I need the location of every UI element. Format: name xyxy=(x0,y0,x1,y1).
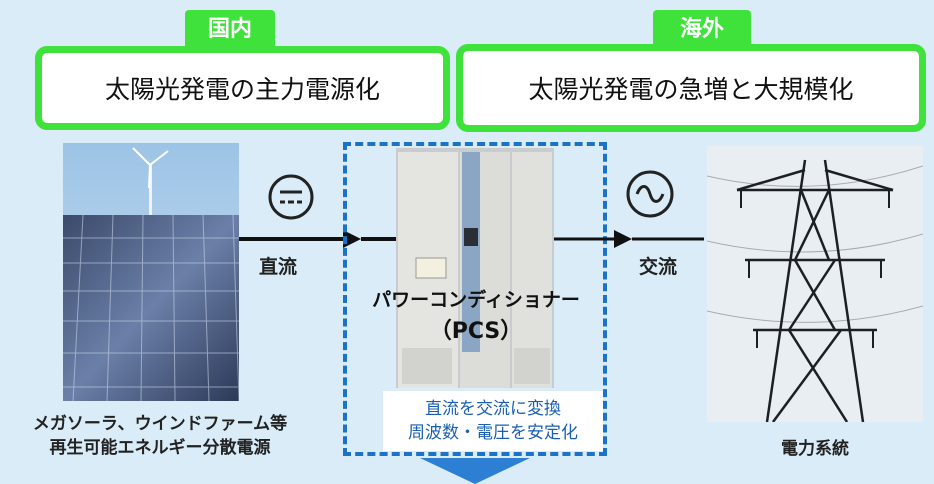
domestic-headline-text: 太陽光発電の主力電源化 xyxy=(104,75,380,104)
pcs-cabinet-photo xyxy=(396,148,554,388)
solar-wind-photo xyxy=(63,143,239,401)
dc-label: 直流 xyxy=(258,256,297,278)
pcs-dashed-frame xyxy=(343,142,607,456)
overseas-tab: 海外 xyxy=(653,10,751,50)
ac-arrow-icon xyxy=(554,230,704,248)
pcs-description-line2: 周波数・電圧を安定化 xyxy=(408,423,578,443)
domestic-tab: 国内 xyxy=(185,10,275,50)
down-arrow-icon xyxy=(420,458,530,484)
source-caption-line1: メガソーラ、ウインドファーム等 xyxy=(32,414,288,434)
ac-symbol-icon xyxy=(626,170,674,218)
overseas-headline-text: 太陽光発電の急増と大規模化 xyxy=(528,75,854,104)
pcs-name-line2: （PCS） xyxy=(429,319,523,344)
pcs-description: 直流を交流に変換 周波数・電圧を安定化 xyxy=(383,391,603,451)
ac-label: 交流 xyxy=(638,256,677,278)
transmission-tower-photo xyxy=(707,146,923,422)
grid-caption: 電力系統 xyxy=(781,439,849,459)
pcs-description-line1: 直流を交流に変換 xyxy=(425,399,561,419)
pcs-name-line1: パワーコンディショナー xyxy=(372,289,580,311)
domestic-headline: 太陽光発電の主力電源化 xyxy=(35,46,450,130)
dc-symbol-icon xyxy=(268,174,314,220)
pcs-name: パワーコンディショナー （PCS） xyxy=(348,284,604,348)
overseas-headline: 太陽光発電の急増と大規模化 xyxy=(456,44,926,132)
source-caption-line2: 再生可能エネルギー分散電源 xyxy=(49,438,271,458)
source-caption: メガソーラ、ウインドファーム等 再生可能エネルギー分散電源 xyxy=(20,412,300,460)
